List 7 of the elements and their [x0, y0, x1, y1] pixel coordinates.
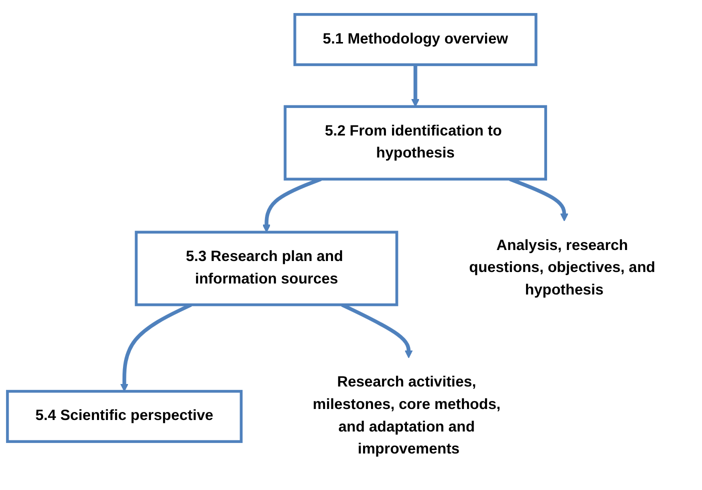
node-box: 5.3 Research plan and information sources: [134, 231, 398, 306]
node-text: Analysis, research questions, objectives, and hypothesis: [469, 238, 656, 299]
node-text: Research activities, milestones, core methods, and adaptation and improvements: [312, 374, 501, 458]
node-box: 5.4 Scientific perspective: [6, 390, 243, 444]
arrow: [411, 64, 420, 108]
node-box: 5.1 Methodology overview: [293, 13, 538, 66]
node-box: 5.2 From identification to hypothesis: [284, 105, 548, 181]
